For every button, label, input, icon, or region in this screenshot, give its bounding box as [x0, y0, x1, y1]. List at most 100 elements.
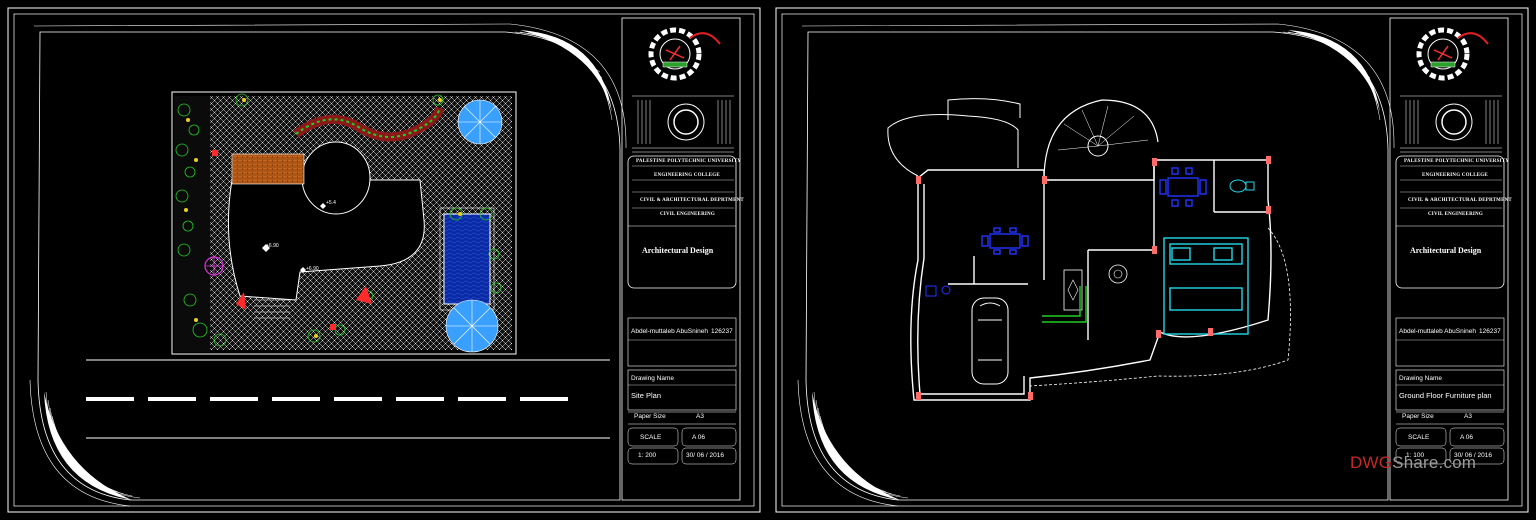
tb-paper-size: A3 — [696, 413, 704, 420]
plants — [175, 93, 502, 347]
inner-border — [13, 13, 755, 507]
title-block-lines — [632, 95, 734, 153]
student-box — [627, 317, 737, 367]
sheet-no-box — [1449, 427, 1505, 447]
tb-department: CIVIL & ARCHITECTURAL DEPRTMENT — [1408, 198, 1512, 203]
site-plan-drawing — [7, 7, 761, 513]
tb-student-id: 126237 — [711, 328, 733, 335]
tb-scale-label: SCALE — [1408, 434, 1430, 441]
tb-specialty: CIVIL ENGINEERING — [660, 212, 715, 217]
level-label-1: +6.90 — [266, 243, 279, 249]
seal-circle-outer — [1435, 103, 1473, 141]
tb-course: Architectural Design — [642, 246, 714, 255]
tb-college: ENGINEERING COLLEGE — [654, 173, 720, 178]
tb-scale-label: SCALE — [640, 434, 662, 441]
tb-university: PALESTINE POLYTECHNIC UNIVERSITY — [1404, 159, 1510, 164]
info-box — [1395, 155, 1505, 289]
terrace-curve — [887, 114, 1019, 177]
tb-drawing-name: Site Plan — [631, 391, 662, 400]
umbrella-top — [457, 99, 503, 145]
tb-paper-size-label: Paper Size — [1402, 413, 1434, 420]
tb-date: 30/ 06 / 2016 — [686, 452, 724, 459]
tb-course: Architectural Design — [1410, 246, 1482, 255]
site-boundary — [171, 91, 517, 355]
logo-script — [1457, 32, 1489, 45]
sheet-no-box — [681, 427, 737, 447]
corner-wedge-top-right — [520, 30, 612, 112]
stair-treads — [1057, 105, 1149, 151]
left-garden-strip — [174, 96, 210, 352]
corner-wedge-bottom-left — [44, 392, 132, 500]
title-block-lines — [1400, 95, 1502, 153]
round-table-icon — [1108, 264, 1128, 284]
watermark: DWGShare.com — [1350, 453, 1476, 473]
corner-wedge-bottom-left — [812, 392, 900, 500]
rug-icon — [1063, 269, 1083, 311]
ground-floor-drawing — [775, 7, 1529, 513]
corner-wedge-top-right — [1288, 30, 1380, 112]
umbrella-bottom — [445, 299, 499, 353]
roof-oval — [301, 141, 371, 215]
stair-curve — [1043, 99, 1159, 181]
watermark-part2: Share — [1392, 453, 1439, 472]
tb-drawing-name-label: Drawing Name — [1399, 375, 1442, 382]
tb-drawing-name-label: Drawing Name — [631, 375, 674, 382]
columns — [916, 156, 1271, 400]
sofa-icon — [1042, 286, 1087, 323]
scale-label-box — [627, 427, 679, 447]
tb-scale: 1: 100 — [1406, 452, 1425, 459]
student-box — [1395, 317, 1505, 367]
drawing-name-box — [1395, 369, 1505, 411]
dining-table-2-icon — [1159, 167, 1207, 207]
seal-circle-inner — [673, 109, 699, 135]
flowers — [184, 98, 462, 338]
entrance-stairs — [254, 299, 290, 319]
logo-script — [689, 32, 721, 45]
seal-circle-inner — [1441, 109, 1467, 135]
inner-border — [781, 13, 1523, 507]
university-logo-icon — [1416, 27, 1470, 81]
dashed-outline — [1029, 227, 1291, 387]
tb-college: ENGINEERING COLLEGE — [1422, 173, 1488, 178]
title-block — [1389, 17, 1509, 501]
outer-border — [7, 7, 761, 513]
outer-border — [775, 7, 1529, 513]
tb-paper-size-label: Paper Size — [634, 413, 666, 420]
tb-sheet-no: A 06 — [692, 434, 706, 441]
tb-student-name: Abdel-muttaleb AbuSnineh — [1399, 328, 1476, 335]
tb-specialty: CIVIL ENGINEERING — [1428, 212, 1483, 217]
date-box — [681, 447, 737, 465]
building-footprint — [227, 179, 425, 301]
site-plan-sheet: +6.90 +5.4 +6.90 PALESTINE POLYTECHNIC U… — [7, 7, 761, 513]
date-box — [1449, 447, 1505, 465]
swimming-pool — [443, 213, 491, 305]
watermark-part3: .com — [1438, 453, 1477, 472]
spiral-stair-icon — [1087, 135, 1109, 157]
drawing-name-box — [627, 369, 737, 411]
seal-circle-outer — [667, 103, 705, 141]
scale-label-box — [1395, 427, 1447, 447]
tb-student-name: Abdel-muttaleb AbuSnineh — [631, 328, 708, 335]
scale-value-box — [1395, 447, 1447, 465]
curved-frame-outer — [805, 31, 1389, 501]
wc-icon — [925, 285, 951, 297]
tb-department: CIVIL & ARCHITECTURAL DEPRTMENT — [640, 198, 744, 203]
tb-university: PALESTINE POLYTECHNIC UNIVERSITY — [636, 159, 742, 164]
info-box — [627, 155, 737, 289]
tb-date: 30/ 06 / 2016 — [1454, 452, 1492, 459]
bed-icon — [1163, 237, 1249, 335]
exterior-walls — [910, 159, 1272, 401]
car-icon — [971, 297, 1009, 385]
university-logo-icon — [648, 27, 702, 81]
level-label-2: +6.90 — [306, 266, 319, 272]
ground-floor-sheet: PALESTINE POLYTECHNIC UNIVERSITY ENGINEE… — [768, 0, 1536, 520]
tb-scale: 1: 200 — [638, 452, 657, 459]
toilet-icon — [1229, 179, 1255, 193]
watermark-part1: DWG — [1350, 453, 1393, 472]
scale-value-box — [627, 447, 679, 465]
red-planters — [212, 150, 372, 330]
tb-student-id: 126237 — [1479, 328, 1501, 335]
title-block — [621, 17, 741, 501]
tb-drawing-name: Ground Floor Furniture plan — [1399, 391, 1492, 400]
tb-sheet-no: A 06 — [1460, 434, 1474, 441]
